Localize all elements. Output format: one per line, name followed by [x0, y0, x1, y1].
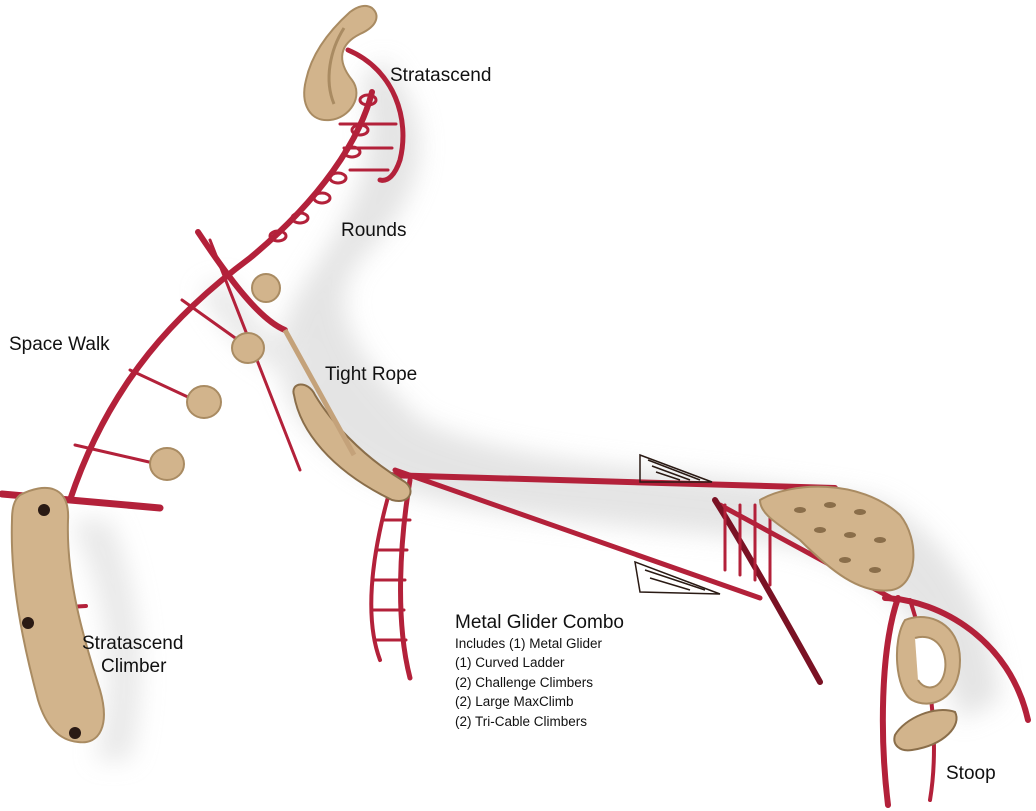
glider-includes-item: (2) Tri-Cable Climbers — [455, 714, 588, 729]
glider-includes-item: Includes (1) Metal Glider — [455, 636, 603, 651]
label-space-walk: Space Walk — [9, 334, 110, 355]
label-tight-rope: Tight Rope — [325, 364, 418, 385]
label-stratascend-climber-line2: Climber — [101, 656, 167, 677]
label-metal-glider-combo: Metal Glider Combo — [455, 612, 624, 633]
stratascend-panel — [303, 4, 378, 122]
label-stratascend-climber-line1: Stratascend — [82, 633, 184, 654]
label-stoop: Stoop — [946, 763, 996, 784]
maxclimb-panel — [758, 485, 915, 592]
stoop-panels — [893, 615, 962, 752]
label-stratascend: Stratascend — [390, 65, 492, 86]
glider-includes-item: (2) Challenge Climbers — [455, 675, 594, 690]
label-rounds: Rounds — [341, 220, 407, 241]
challenge-climbers — [634, 453, 721, 595]
glider-includes-item: (1) Curved Ladder — [455, 655, 565, 670]
space-walk-pods — [149, 273, 281, 481]
stratascend-climber-panel — [10, 487, 105, 744]
tight-rope-panel — [282, 328, 412, 502]
glider-includes-item: (2) Large MaxClimb — [455, 694, 574, 709]
